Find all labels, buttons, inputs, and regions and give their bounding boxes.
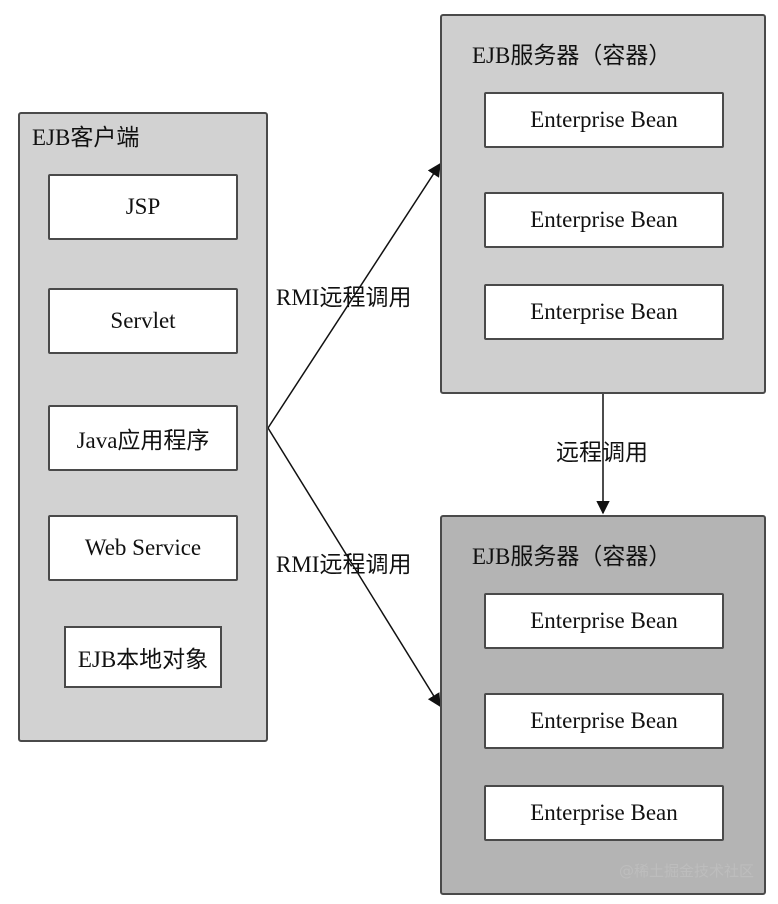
- ejb-client-title: EJB客户端: [32, 125, 140, 150]
- client-item-servlet: Servlet: [48, 288, 238, 354]
- rmi-call-label-top: RMI远程调用: [276, 285, 412, 310]
- ejb-server-2-title: EJB服务器（容器）: [472, 544, 672, 569]
- rmi-arrow-to-server1: [267, 162, 441, 429]
- watermark: @稀土掘金技术社区: [618, 862, 754, 880]
- client-item-ejb-local-object: EJB本地对象: [64, 626, 222, 688]
- client-item-java-app: Java应用程序: [48, 405, 238, 471]
- rmi-call-label-bottom: RMI远程调用: [276, 552, 412, 577]
- client-item-jsp: JSP: [48, 174, 238, 240]
- server-1-bean-2: Enterprise Bean: [484, 192, 724, 248]
- server-1-bean-1: Enterprise Bean: [484, 92, 724, 148]
- server-2-bean-3: Enterprise Bean: [484, 785, 724, 841]
- ejb-server-1-title: EJB服务器（容器）: [472, 43, 672, 68]
- remote-call-label: 远程调用: [556, 440, 648, 465]
- server-1-bean-3: Enterprise Bean: [484, 284, 724, 340]
- server-2-bean-2: Enterprise Bean: [484, 693, 724, 749]
- ejb-client-panel: EJB客户端 JSP Servlet Java应用程序 Web Service …: [18, 112, 268, 742]
- server-2-bean-1: Enterprise Bean: [484, 593, 724, 649]
- rmi-arrow-to-server2: [267, 427, 441, 708]
- ejb-server-2-panel: EJB服务器（容器） Enterprise Bean Enterprise Be…: [440, 515, 766, 895]
- client-item-web-service: Web Service: [48, 515, 238, 581]
- ejb-server-1-panel: EJB服务器（容器） Enterprise Bean Enterprise Be…: [440, 14, 766, 394]
